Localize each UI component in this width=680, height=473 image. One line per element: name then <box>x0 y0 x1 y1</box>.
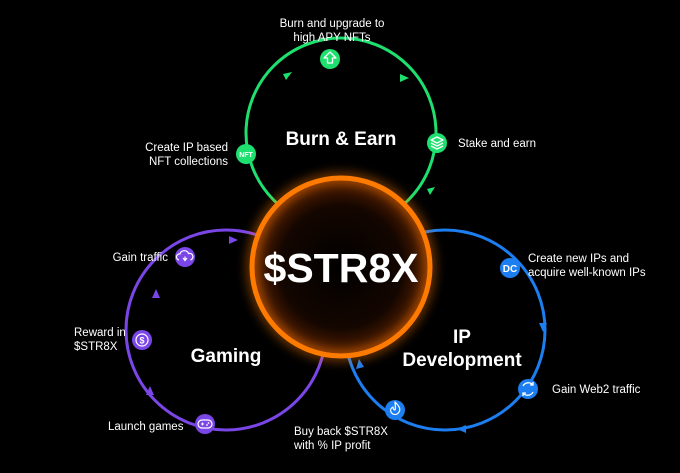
arrowhead-icon <box>146 386 154 395</box>
center-token: $STR8X <box>249 175 433 359</box>
launch-games-step-icon <box>195 414 215 434</box>
burn-upgrade-label: Burn and upgrade to high APY NFTs <box>279 18 385 44</box>
gain-traffic-step-icon <box>175 247 195 267</box>
dc-logo-icon: DC <box>503 264 517 275</box>
arrowhead-icon <box>400 74 409 82</box>
sync-arrows-icon <box>522 382 534 396</box>
cloud-sync-icon <box>175 250 194 262</box>
gain-web2-label: Gain Web2 traffic <box>552 384 641 396</box>
create-ip-label: Create new IPs and acquire well-known IP… <box>528 253 646 279</box>
arrowhead-icon <box>457 425 466 433</box>
gain-traffic-label: Gain traffic <box>112 252 168 264</box>
burn-earn-title: Burn & Earn <box>285 129 397 150</box>
burn-upgrade-step-icon <box>320 49 340 69</box>
arrowhead-icon <box>356 359 364 369</box>
flame-icon <box>390 401 401 416</box>
burn-earn-direction-arrows <box>283 72 435 195</box>
svg-text:$: $ <box>139 336 144 346</box>
center-token-label: $STR8X <box>264 245 419 291</box>
dollar-coin-icon: $ <box>135 333 149 347</box>
reward-label: Reward in $STR8X <box>74 327 126 353</box>
arrowhead-icon <box>539 323 547 332</box>
ip-development-direction-arrows <box>356 323 547 433</box>
gaming-direction-arrows <box>146 236 238 395</box>
gaming-title: Gaming <box>190 346 262 367</box>
create-ip-step-icon: DC <box>500 258 520 278</box>
arrowhead-icon <box>152 289 160 298</box>
stake-earn-label: Stake and earn <box>458 138 537 150</box>
launch-games-label: Launch games <box>108 421 184 433</box>
arrowhead-icon <box>427 187 435 195</box>
ip-development-title: IP Development <box>402 327 522 371</box>
arrowhead-icon <box>229 236 238 244</box>
gain-web2-step-icon <box>518 379 538 399</box>
reward-step-icon: $ <box>132 330 152 350</box>
arrowhead-icon <box>283 72 292 80</box>
stake-earn-step-icon <box>427 133 447 153</box>
buy-back-step-icon <box>385 400 405 420</box>
stack-layers-icon <box>430 136 444 150</box>
create-nft-step-icon: NFT <box>236 144 256 164</box>
create-nft-label: Create IP based NFT collections <box>145 142 228 168</box>
nft-badge-icon: NFT <box>239 152 253 159</box>
buy-back-label: Buy back $STR8X with % IP profit <box>294 426 388 452</box>
upload-arrow-icon <box>323 51 337 64</box>
gamepad-icon <box>197 419 213 429</box>
